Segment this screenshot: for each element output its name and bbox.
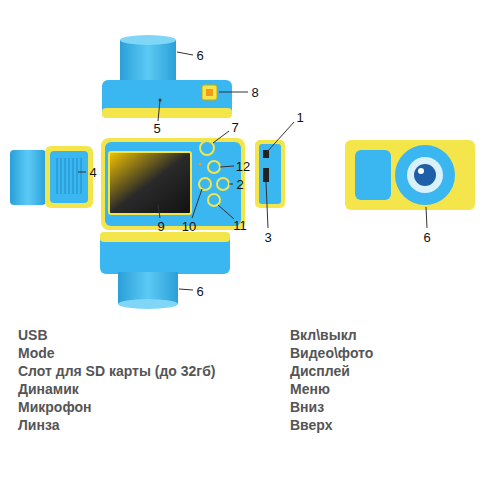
legend-text: Видео\фото [290,345,373,362]
callout-number: 6 [423,231,430,244]
left-view [10,146,93,208]
legend-text: USB [18,327,48,344]
callout-number: 7 [231,121,238,134]
legend-text: Вниз [290,399,324,416]
callout-number: 6 [196,49,203,62]
callout-number: 4 [89,166,96,179]
callout-number: 9 [157,220,164,233]
callout-number: 10 [182,220,196,233]
back-view [101,131,245,230]
legend-text: Вверх [290,417,332,434]
bottom-view [100,232,230,309]
callout-number: 2 [236,178,243,191]
callout-number: 12 [236,160,250,173]
callout-number: 8 [251,86,258,99]
callout-number: 3 [264,231,271,244]
callout-number: 11 [233,219,247,232]
top-view [102,35,248,121]
callout-number: 5 [153,122,160,135]
legend-text: Меню [290,381,330,398]
legend-text: Слот для SD карты (до 32гб) [18,363,216,380]
callout-number: 1 [296,111,303,124]
right-view [255,122,294,228]
front-view [345,140,475,228]
legend-text: Микрофон [18,399,91,416]
legend-text: Mode [18,345,55,362]
legend-text: Линза [18,417,59,434]
legend-text: Вкл\выкл [290,327,357,344]
callout-number: 6 [196,285,203,298]
legend-text: Дисплей [290,363,350,380]
legend-text: Динамик [18,381,79,398]
